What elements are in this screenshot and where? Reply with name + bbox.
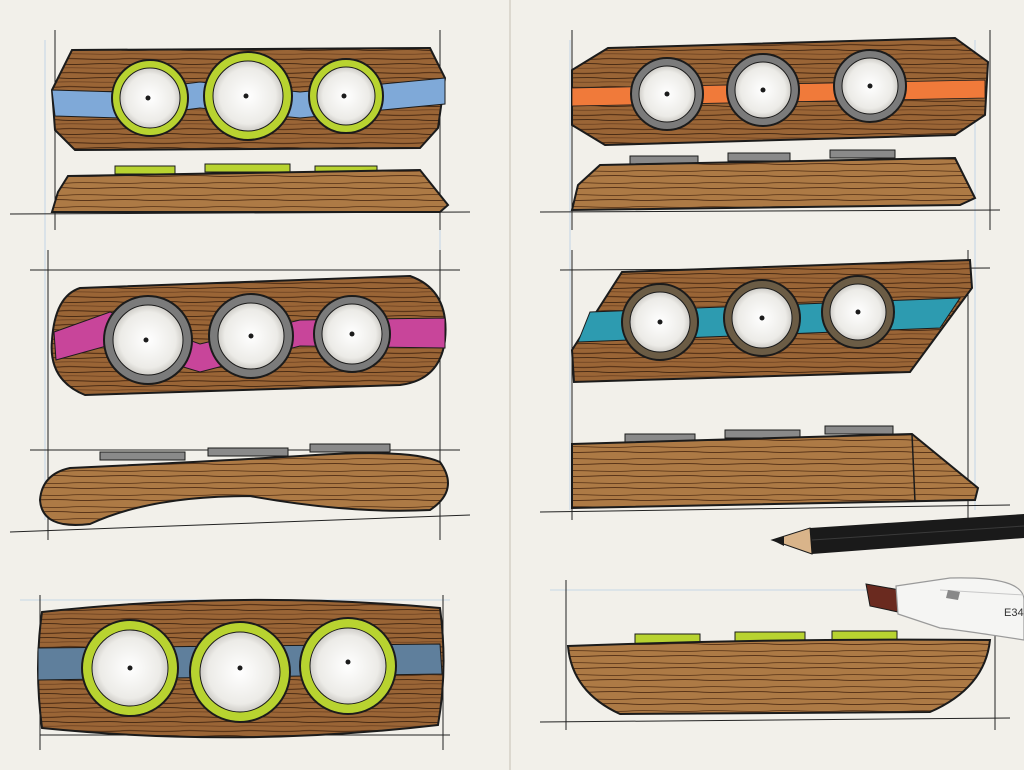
sketch-2-top-view: [571, 36, 990, 147]
pencil-icon: [770, 514, 1024, 555]
marker-icon: E34: [865, 577, 1024, 641]
sketch-2-side-view: [570, 149, 977, 212]
sketch-3-cups: [103, 293, 391, 385]
marker-cap-label: E34: [1004, 607, 1024, 619]
sketch-6-side-view: [566, 630, 992, 716]
sketch-1-top-view: [50, 46, 447, 152]
sketch-1-cups: [111, 51, 384, 141]
sketch-4-top-view: [570, 258, 974, 384]
sketch-2-cups: [630, 49, 907, 131]
sketch-5-top-view: [37, 598, 445, 739]
sketch-5-cups: [81, 617, 397, 723]
sketch-4-side-view: [571, 425, 980, 510]
sketch-4-cups: [621, 275, 895, 361]
sketch-3-top-view: [50, 274, 447, 397]
sketch-1-side-view: [50, 163, 450, 213]
sketch-3-side-view: [38, 443, 449, 526]
